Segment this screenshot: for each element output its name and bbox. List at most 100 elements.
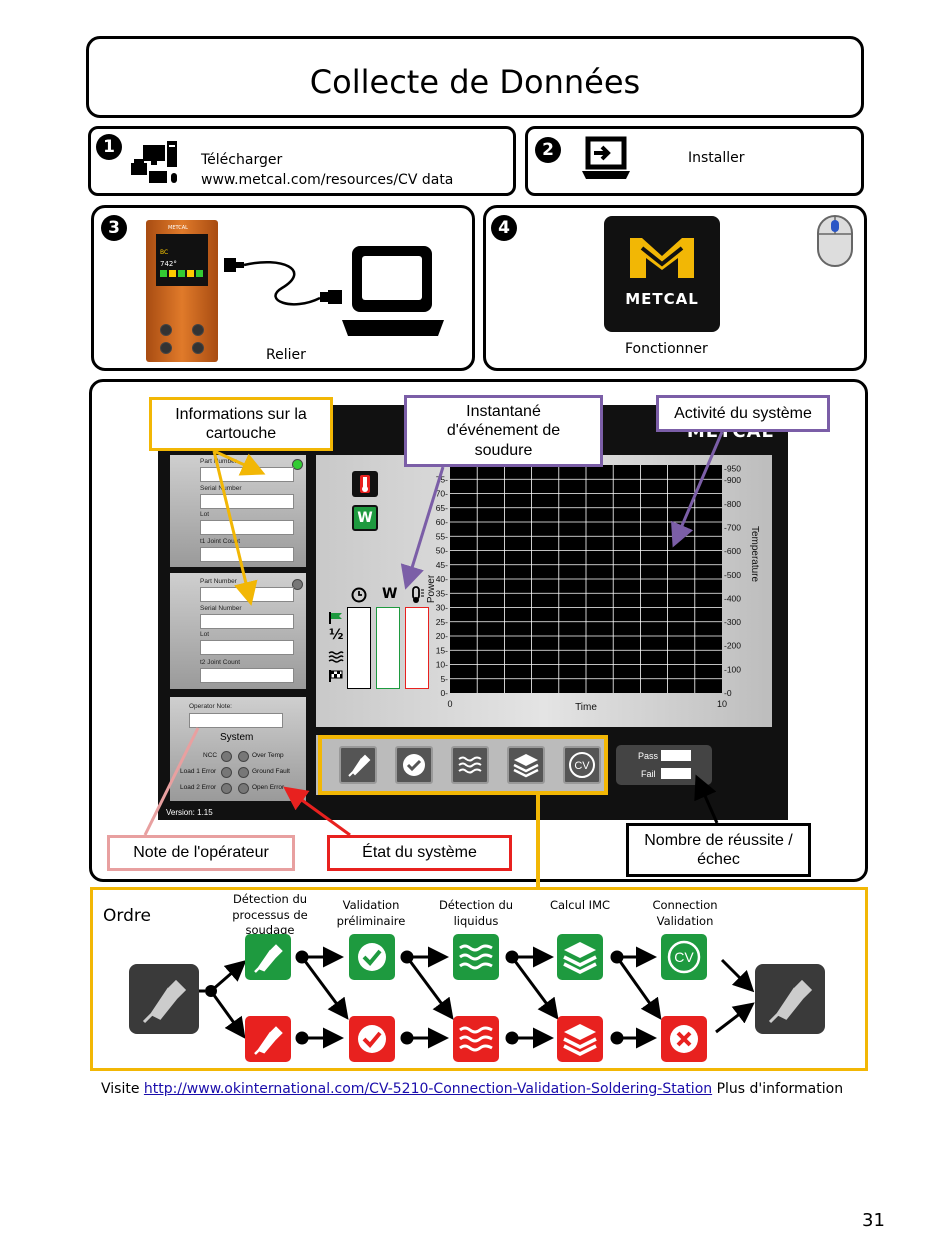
footer-suffix: Plus d'information — [712, 1081, 844, 1097]
liquidus-button[interactable] — [451, 746, 489, 784]
order-cv-ok-tile: CV — [661, 934, 707, 980]
mouse-icon — [817, 215, 853, 267]
operator-note-label: Operator Note: — [189, 703, 232, 710]
footer-link[interactable]: http://www.okinternational.com/CV-5210-C… — [143, 1081, 713, 1097]
metcal-app-logo: METCAL — [604, 216, 720, 332]
power-bar — [376, 607, 400, 689]
device-screen: BC 742° — [156, 234, 208, 286]
status-ground-led — [238, 767, 249, 778]
chart-y2-tick-label: -100 — [724, 664, 741, 674]
step4-number: 4 — [491, 215, 517, 241]
tool2-joint-field[interactable] — [200, 668, 294, 683]
order-step-label-2: Validation préliminaire — [336, 898, 406, 928]
status-open-led — [238, 783, 249, 794]
order-prelim-ok-tile — [349, 934, 395, 980]
order-step-label-1: Détection du processus de soudage — [232, 892, 308, 936]
chart-y-tick-label: 20- — [436, 631, 448, 641]
chart-y2-tick-label: -950 — [724, 463, 741, 473]
svg-text:CV: CV — [574, 760, 590, 772]
watt-icon: W — [382, 586, 398, 602]
callout-snapshot: Instantané d'événement de soudure — [404, 395, 603, 467]
prelim-validation-button[interactable] — [395, 746, 433, 784]
chart-y2-tick-label: -700 — [724, 523, 741, 533]
order-process-fail-tile — [245, 1016, 291, 1062]
order-step-label-3: Détection du liquidus — [438, 898, 514, 928]
callout-system-state: État du système — [327, 835, 512, 871]
chart-y2-tick-label: -800 — [724, 499, 741, 509]
tool1-led — [292, 459, 303, 470]
install-laptop-icon — [582, 136, 630, 179]
step4-box: 4 METCAL Fonctionner — [483, 205, 867, 371]
liquidus-wave-icon — [328, 651, 344, 663]
chart-y-axis-label: Power — [426, 574, 437, 603]
step1-number: 1 — [96, 134, 122, 160]
tool2-serial-field[interactable] — [200, 614, 294, 629]
status-ground-label: Ground Fault — [252, 768, 290, 775]
chart-x-tick-label: 10 — [717, 699, 727, 709]
chart-y2-tick-label: -300 — [724, 617, 741, 627]
footer-line: Visite http://www.okinternational.com/CV… — [101, 1081, 843, 1097]
tool2-lot-field[interactable] — [200, 640, 294, 655]
step3-number: 3 — [101, 215, 127, 241]
chart-y2-axis-label: Temperature — [749, 526, 760, 583]
chart-y-tick-label: 15- — [436, 645, 448, 655]
title-box: Collecte de Données — [86, 36, 864, 118]
cv-button[interactable]: CV — [563, 746, 601, 784]
chart-y2-tick-label: -500 — [724, 570, 741, 580]
page-number: 31 — [862, 1210, 885, 1231]
system-heading: System — [220, 732, 254, 743]
tool2-lot-label: Lot — [200, 631, 210, 638]
tool2-joint-label: t2 Joint Count — [200, 659, 241, 666]
chart-panel: W W ½ 0-5-10-15-20-25-30-35-40-45-50-55-… — [316, 455, 772, 727]
step1-box: 1 Télécharger www.metcal.com/resources/C… — [88, 126, 516, 196]
callout-pass-fail: Nombre de réussite / échec — [626, 823, 811, 877]
chart-y-tick-label: 30- — [436, 603, 448, 613]
step1-url[interactable]: www.metcal.com/resources/CV data — [201, 172, 454, 188]
power-status-icon: W — [352, 505, 378, 531]
fail-count-field — [661, 768, 691, 779]
status-ncc-label: NCC — [203, 752, 218, 759]
callout-activity: Activité du système — [656, 395, 830, 432]
pass-count-field — [661, 750, 691, 761]
step-buttons-highlight — [318, 735, 608, 795]
status-over-temp-led — [238, 751, 249, 762]
order-step-label-5: Connection Validation — [652, 898, 718, 928]
chart-y-tick-label: 35- — [436, 588, 448, 598]
chart-y2-tick-label: -200 — [724, 641, 741, 651]
status-load1-led — [221, 767, 232, 778]
svg-text:CV: CV — [674, 949, 694, 965]
usb-cable-icon — [224, 258, 342, 306]
temperature-bar — [405, 607, 429, 689]
footer-prefix: Visite — [101, 1081, 144, 1097]
chart-y2-tick-label: -0 — [724, 688, 732, 698]
order-title: Ordre — [103, 906, 151, 926]
step2-label: Installer — [688, 150, 745, 166]
computer-network-icon — [131, 141, 177, 183]
chart-y2-tick-label: -400 — [724, 593, 741, 603]
pass-label: Pass — [638, 751, 659, 761]
tool1-lot-label: Lot — [200, 511, 210, 518]
order-cv-fail-tile — [661, 1016, 707, 1062]
imc-button[interactable] — [507, 746, 545, 784]
order-process-ok-tile — [245, 934, 291, 980]
status-ncc-led — [221, 751, 232, 762]
order-prelim-fail-tile — [349, 1016, 395, 1062]
operator-note-field[interactable] — [189, 713, 283, 728]
chart-y-tick-label: 25- — [436, 617, 448, 627]
metcal-m-icon — [630, 238, 694, 278]
status-load2-led — [221, 783, 232, 794]
page-title: Collecte de Données — [309, 63, 641, 101]
step3-label: Relier — [266, 347, 306, 363]
step1-download-label: Télécharger — [201, 152, 283, 168]
step2-number: 2 — [535, 137, 561, 163]
order-liquidus-ok-tile — [453, 934, 499, 980]
process-detect-button[interactable] — [339, 746, 377, 784]
status-over-temp-label: Over Temp — [252, 752, 284, 759]
step4-label: Fonctionner — [625, 341, 708, 357]
clock-icon — [351, 587, 367, 603]
start-flag-icon — [329, 612, 342, 624]
chart-x-axis-label: Time — [575, 702, 597, 713]
tool2-serial-label: Serial Number — [200, 605, 242, 612]
order-imc-fail-tile — [557, 1016, 603, 1062]
